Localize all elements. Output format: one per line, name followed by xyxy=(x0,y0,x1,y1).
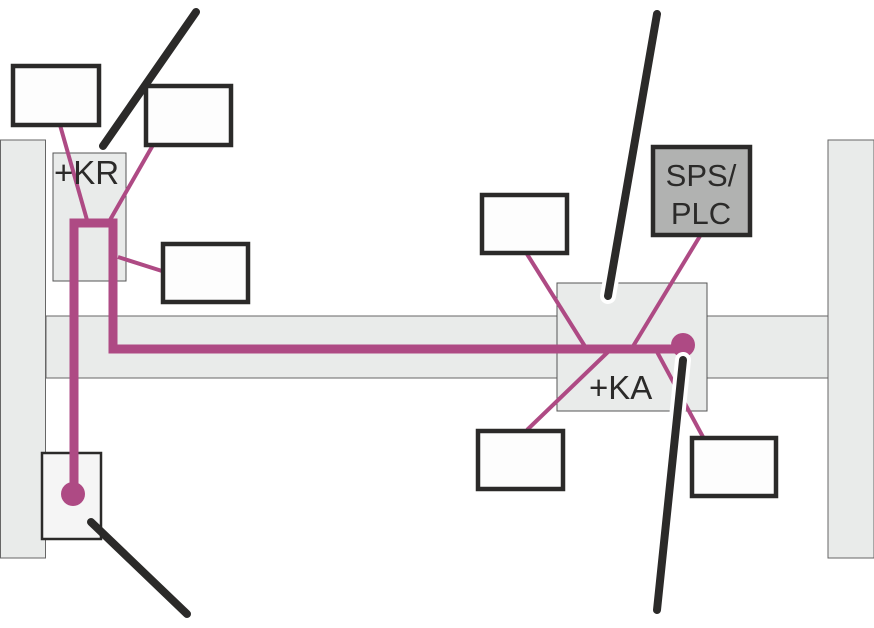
cable-endpoint-left xyxy=(61,482,85,506)
cable-endpoint-right xyxy=(671,333,695,357)
cable-line xyxy=(58,124,89,221)
leader-line xyxy=(604,10,661,300)
component-box xyxy=(479,192,570,256)
component-box xyxy=(10,63,102,128)
cable-line xyxy=(630,234,702,350)
main-cable xyxy=(69,218,683,495)
component-box xyxy=(475,428,566,492)
component-box xyxy=(160,241,251,305)
ka-label: +KA xyxy=(589,369,652,406)
leader-line xyxy=(99,8,200,150)
component-box xyxy=(689,435,779,499)
kr-label: +KR xyxy=(54,154,119,191)
leader-line xyxy=(87,518,191,618)
cable-line xyxy=(108,144,155,221)
left-post xyxy=(0,139,46,559)
right-post xyxy=(827,139,874,559)
plc-box xyxy=(650,144,753,238)
cable-line xyxy=(117,255,163,273)
thin-cables xyxy=(58,124,705,438)
cable-line xyxy=(525,252,588,350)
component-box xyxy=(143,83,234,148)
plc-label-line1: SPS/ xyxy=(666,158,737,193)
plc-label-line2: PLC xyxy=(671,196,731,231)
cable-line xyxy=(525,348,612,432)
leader-line xyxy=(653,356,687,614)
